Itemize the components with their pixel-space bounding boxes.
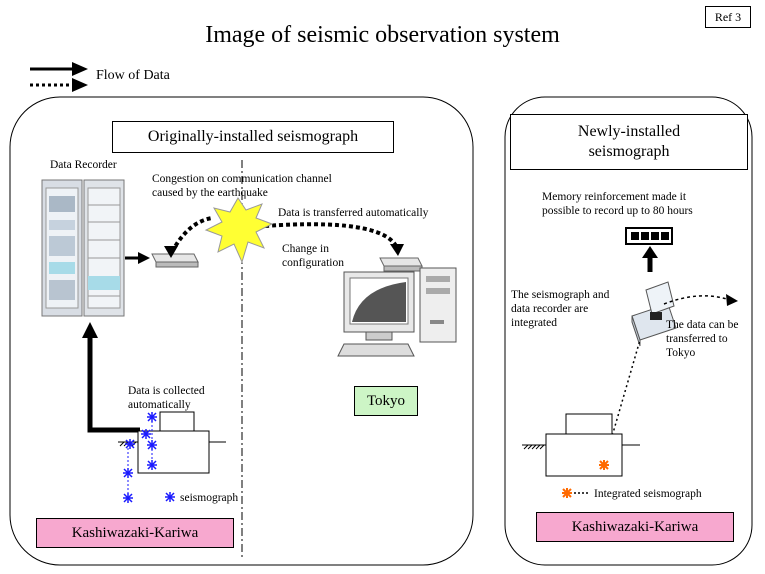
integrated-seismograph-marker xyxy=(599,460,609,470)
right-panel-heading: Newly-installed seismograph xyxy=(510,114,748,170)
data-recorder-label: Data Recorder xyxy=(50,159,117,171)
ref-label: Ref 3 xyxy=(705,6,751,28)
right-panel xyxy=(504,96,753,566)
location-label-right: Kashiwazaki-Kariwa xyxy=(536,512,734,542)
left-panel-heading: Originally-installed seismograph xyxy=(112,121,394,153)
building-left xyxy=(118,411,226,474)
transfer-dotted-path xyxy=(663,295,731,305)
congestion-note: Congestion on communication channel caus… xyxy=(152,173,332,199)
left-panel xyxy=(9,96,474,566)
integrated-legend-label: Integrated seismograph xyxy=(594,488,702,500)
collection-arrow xyxy=(82,322,140,433)
building-right xyxy=(522,413,640,477)
config-change-note: Change in configuration xyxy=(282,243,344,269)
integrated-legend-marker xyxy=(562,488,590,498)
transfer-note: The data can be transferred to Tokyo xyxy=(666,319,739,359)
memory-note: Memory reinforcement made it possible to… xyxy=(542,191,693,217)
modem-left-icon xyxy=(151,253,199,268)
dotted-flow-arrow xyxy=(30,78,88,92)
memory-up-arrow xyxy=(642,246,658,272)
auto-transfer-note: Data is transferred automatically xyxy=(278,207,429,219)
data-recorder-icon xyxy=(41,179,125,317)
tokyo-label: Tokyo xyxy=(354,386,418,416)
memory-chip-icon xyxy=(625,227,673,245)
earthquake-burst-icon xyxy=(204,197,274,264)
transfer-dotted-arrow xyxy=(170,216,398,253)
integrated-note: The seismograph and data recorder are in… xyxy=(511,289,610,329)
collected-note: Data is collected automatically xyxy=(128,385,205,411)
seismograph-legend-label: seismograph xyxy=(180,492,239,504)
modem-right-icon xyxy=(379,257,423,272)
location-label-left: Kashiwazaki-Kariwa xyxy=(36,518,234,548)
legend-flow-label: Flow of Data xyxy=(96,68,170,83)
integrated-seismograph-device-icon xyxy=(631,281,677,347)
solid-flow-arrow xyxy=(30,62,88,76)
page-title: Image of seismic observation system xyxy=(205,22,560,48)
computer-icon xyxy=(337,267,457,357)
